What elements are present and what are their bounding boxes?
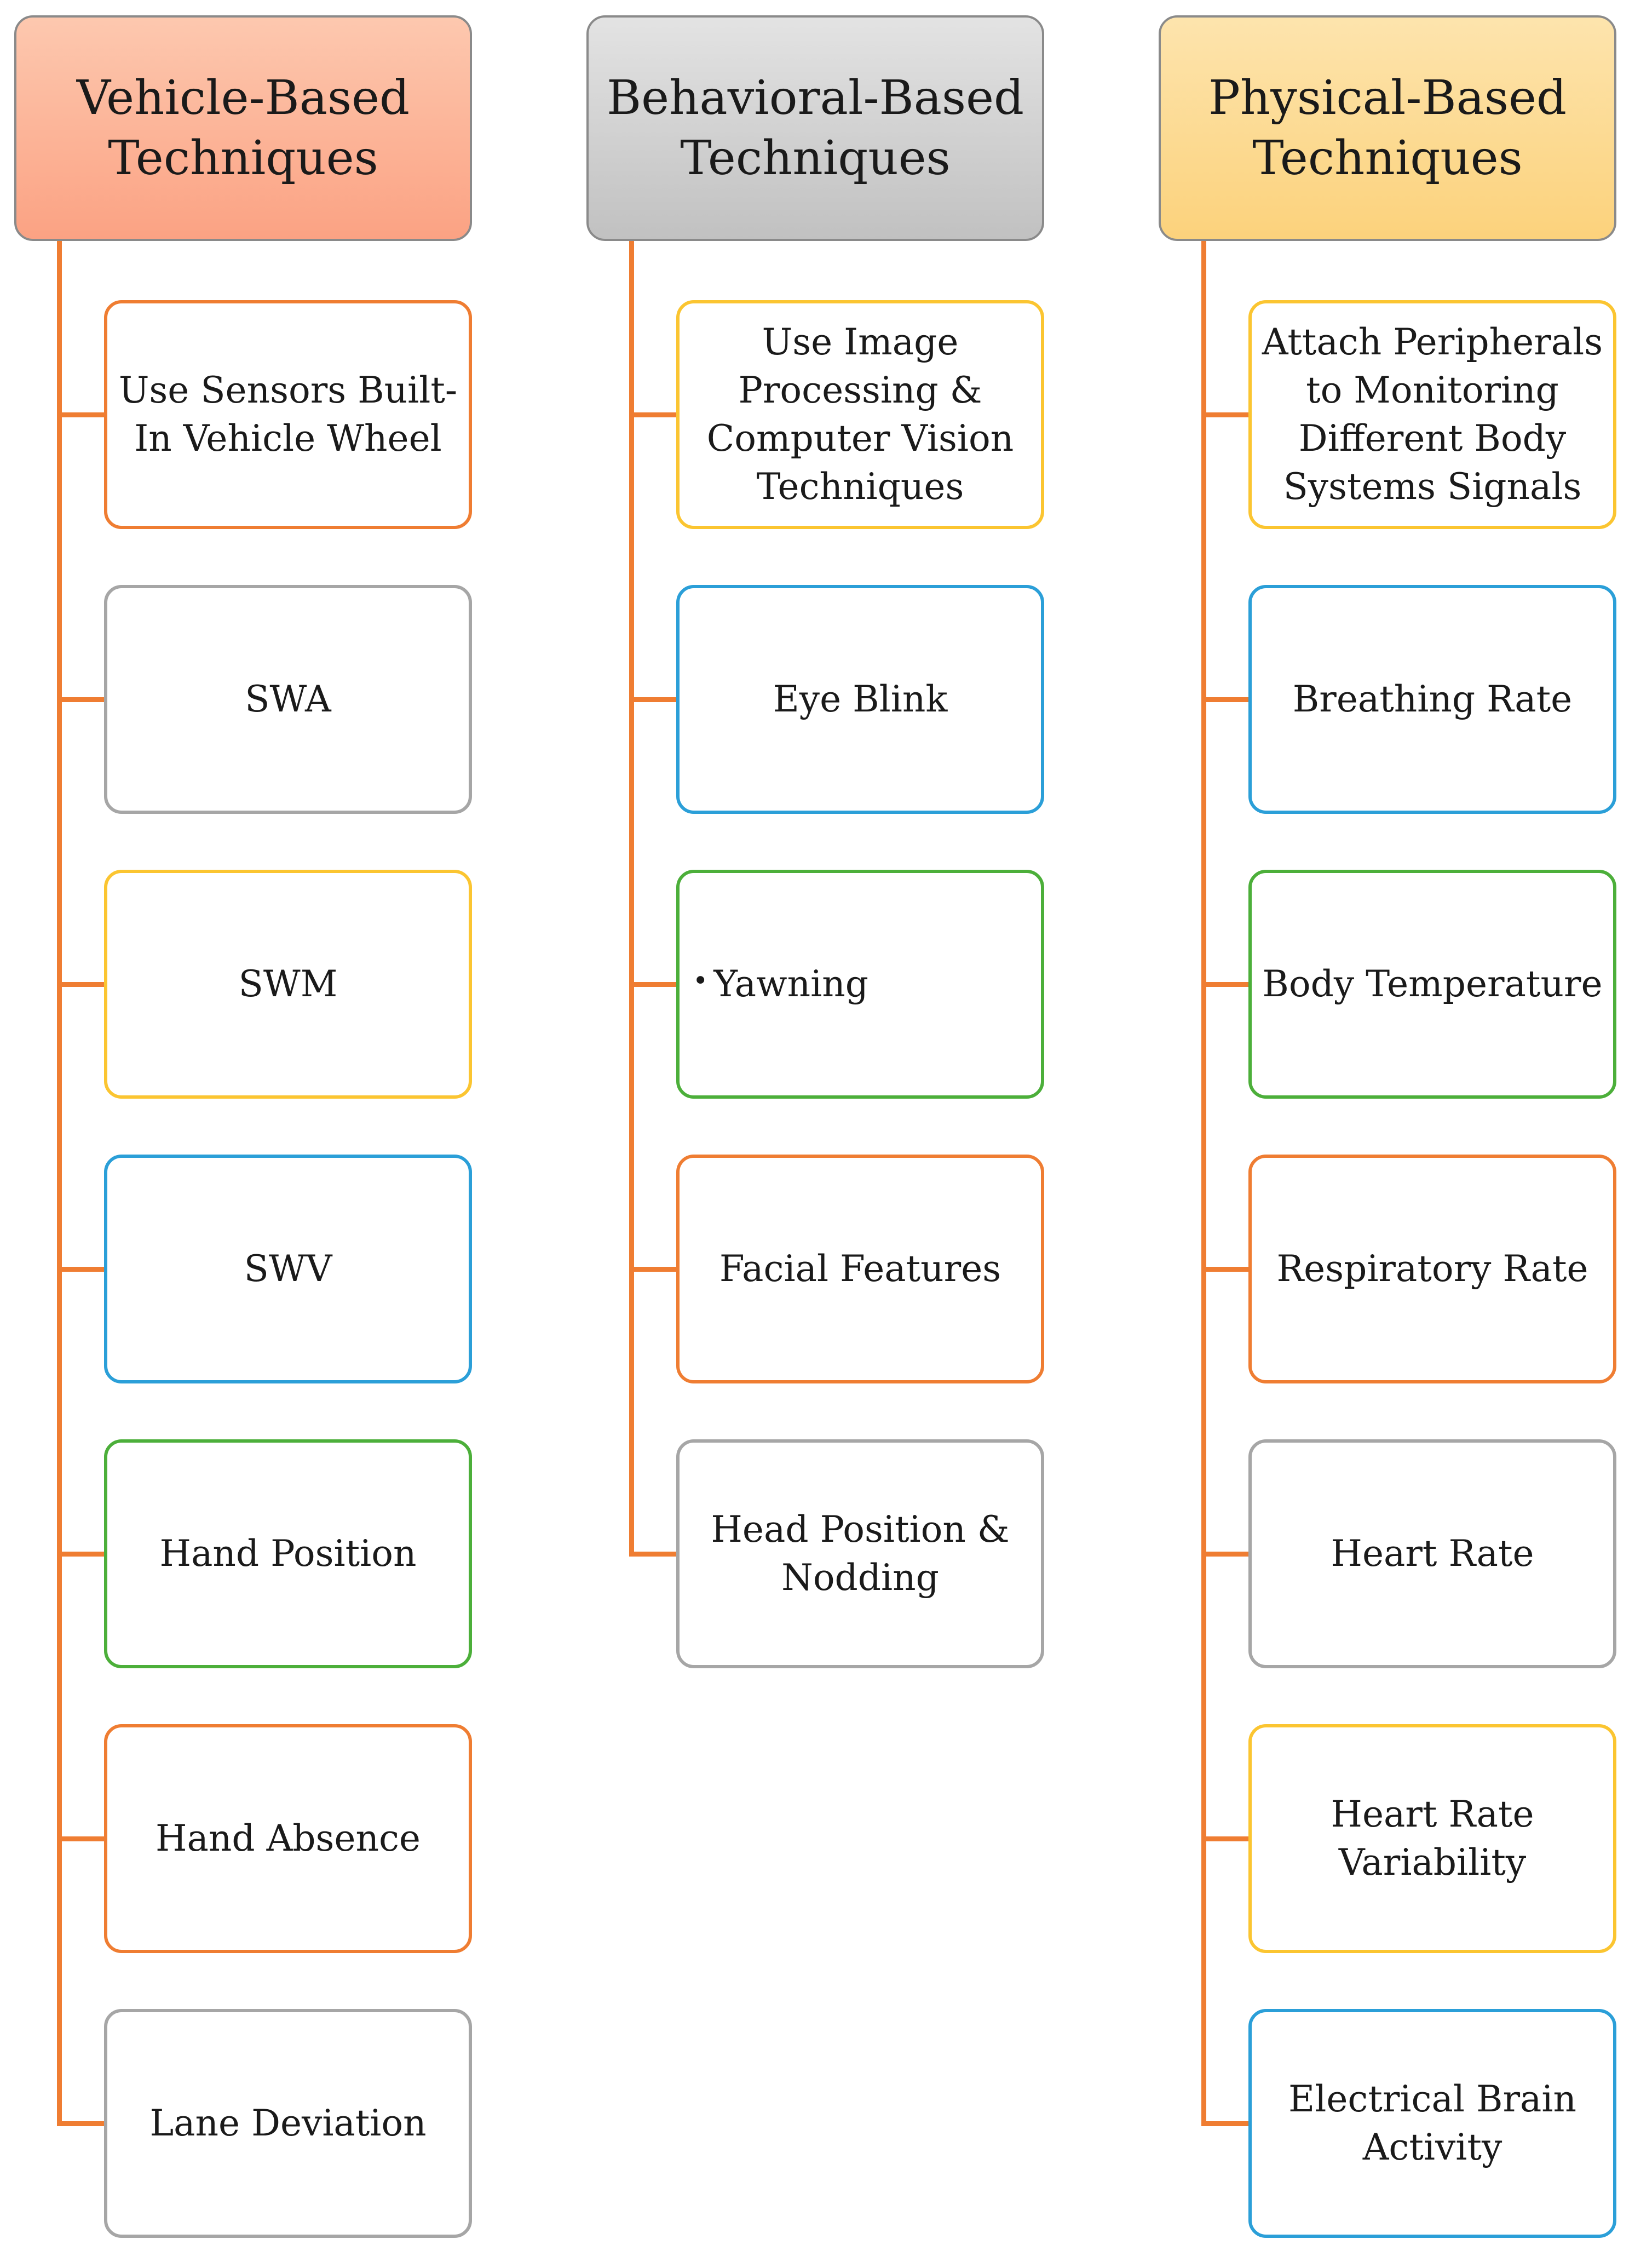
connector-branch xyxy=(57,1552,110,1557)
connector-branch xyxy=(629,697,682,702)
technique-label: Use Sensors Built- In Vehicle Wheel xyxy=(118,369,458,460)
technique-label: Head Position & Nodding xyxy=(711,1508,1010,1599)
connector-branch xyxy=(629,982,682,987)
technique-box-hand-absence: Hand Absence xyxy=(104,1724,472,1953)
technique-label: SWA xyxy=(245,678,331,720)
technique-box-respiratory-rate: Respiratory Rate xyxy=(1248,1155,1616,1383)
header-behavioral-based: Behavioral-Based Techniques xyxy=(586,15,1044,241)
connector-trunk xyxy=(57,241,62,2126)
technique-label: Attach Peripherals to Monitoring Differe… xyxy=(1262,321,1603,508)
technique-label: Respiratory Rate xyxy=(1276,1248,1588,1290)
connector-branch xyxy=(629,1552,682,1557)
technique-box-yawning: •Yawning xyxy=(676,870,1044,1099)
bullet-marker: • xyxy=(693,966,709,996)
technique-label: Eye Blink xyxy=(773,678,948,720)
connector-branch xyxy=(57,412,110,417)
technique-box-swv: SWV xyxy=(104,1155,472,1383)
technique-label: Breathing Rate xyxy=(1292,678,1573,720)
technique-box-breathing-rate: Breathing Rate xyxy=(1248,585,1616,814)
connector-branch xyxy=(629,1267,682,1272)
connector-branch xyxy=(1201,1267,1254,1272)
technique-label: SWM xyxy=(238,963,338,1005)
column-behavioral-based: Behavioral-Based Techniques Use Image Pr… xyxy=(586,0,1046,2268)
technique-box-lane-deviation: Lane Deviation xyxy=(104,2009,472,2238)
technique-label: Heart Rate Variability xyxy=(1331,1793,1534,1884)
technique-box-swm: SWM xyxy=(104,870,472,1099)
connector-branch xyxy=(57,1836,110,1841)
technique-box-use-image-processing-computer-vision-techniques: Use Image Processing & Computer Vision T… xyxy=(676,300,1044,529)
technique-label: Hand Absence xyxy=(155,1817,421,1859)
connector-branch xyxy=(629,412,682,417)
technique-box-head-position-nodding: Head Position & Nodding xyxy=(676,1439,1044,1668)
technique-label: Electrical Brain Activity xyxy=(1288,2078,1576,2168)
technique-label: Heart Rate xyxy=(1331,1532,1534,1575)
technique-box-body-temperature: Body Temperature xyxy=(1248,870,1616,1099)
connector-trunk xyxy=(629,241,634,1557)
connector-branch xyxy=(1201,2121,1254,2126)
technique-box-facial-features: Facial Features xyxy=(676,1155,1044,1383)
connector-branch xyxy=(1201,1836,1254,1841)
connector-branch xyxy=(57,697,110,702)
technique-box-heart-rate-variability: Heart Rate Variability xyxy=(1248,1724,1616,1953)
connector-branch xyxy=(1201,982,1254,987)
technique-label: Lane Deviation xyxy=(149,2102,427,2144)
connector-branch xyxy=(1201,1552,1254,1557)
technique-label: Hand Position xyxy=(159,1532,417,1575)
technique-box-eye-blink: Eye Blink xyxy=(676,585,1044,814)
header-vehicle-based: Vehicle-Based Techniques xyxy=(14,15,472,241)
technique-label: Body Temperature xyxy=(1262,963,1603,1005)
technique-box-use-sensors-built-in-vehicle-wheel: Use Sensors Built- In Vehicle Wheel xyxy=(104,300,472,529)
technique-box-attach-peripherals-to-monitoring-different-body-systems-signals: Attach Peripherals to Monitoring Differe… xyxy=(1248,300,1616,529)
technique-box-electrical-brain-activity: Electrical Brain Activity xyxy=(1248,2009,1616,2238)
technique-label: SWV xyxy=(244,1248,332,1290)
connector-trunk xyxy=(1201,241,1206,2126)
connector-branch xyxy=(57,982,110,987)
technique-label: Use Image Processing & Computer Vision T… xyxy=(706,321,1014,508)
technique-box-hand-position: Hand Position xyxy=(104,1439,472,1668)
connector-branch xyxy=(57,1267,110,1272)
technique-box-swa: SWA xyxy=(104,585,472,814)
connector-branch xyxy=(1201,412,1254,417)
technique-label: Facial Features xyxy=(719,1248,1001,1290)
technique-box-heart-rate: Heart Rate xyxy=(1248,1439,1616,1668)
connector-branch xyxy=(1201,697,1254,702)
column-vehicle-based: Vehicle-Based Techniques Use Sensors Bui… xyxy=(14,0,474,2268)
column-physical-based: Physical-Based Techniques Attach Periphe… xyxy=(1159,0,1619,2268)
technique-label: Yawning xyxy=(713,963,868,1005)
header-physical-based: Physical-Based Techniques xyxy=(1159,15,1616,241)
connector-branch xyxy=(57,2121,110,2126)
